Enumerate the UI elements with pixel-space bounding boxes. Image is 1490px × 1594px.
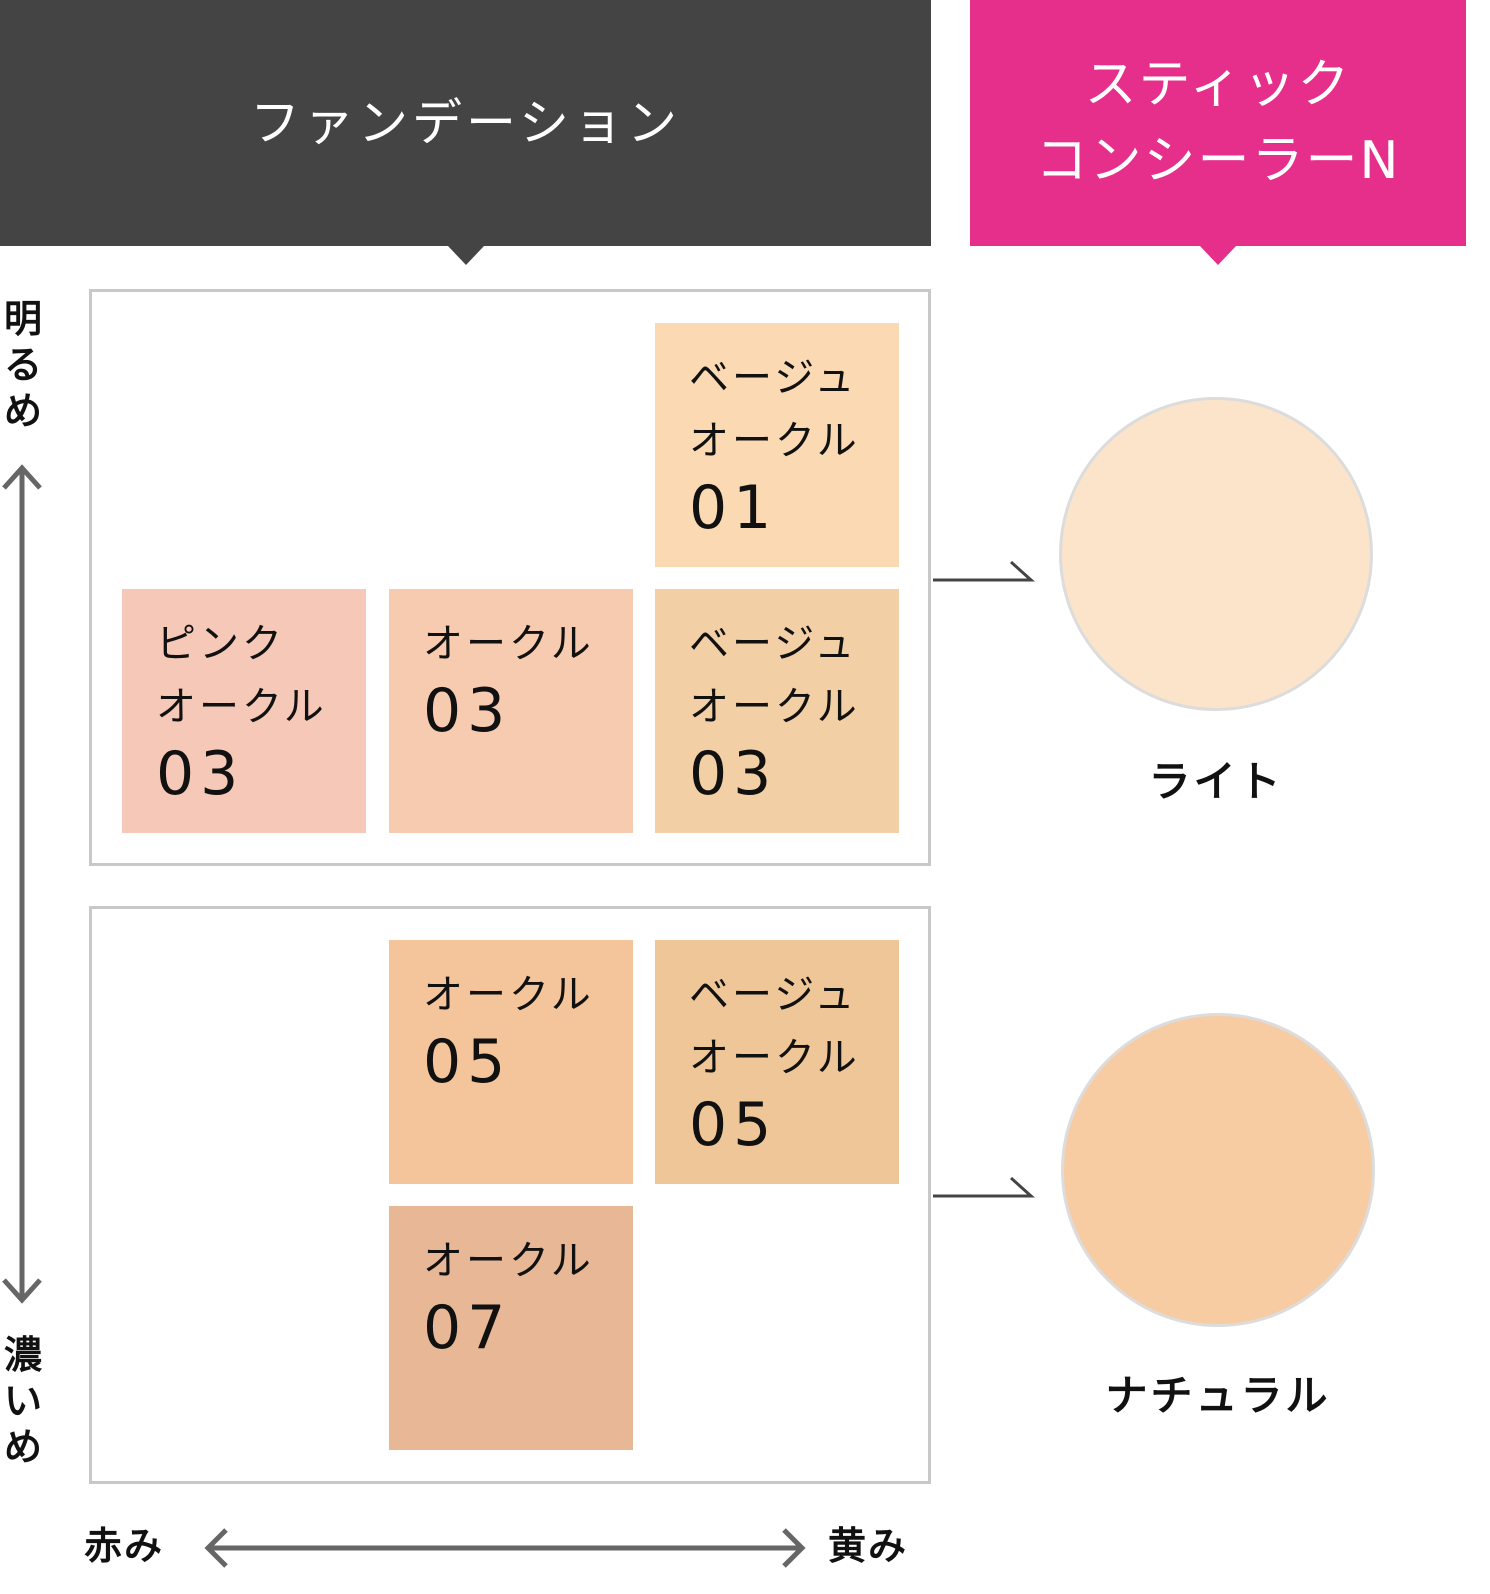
concealer-label-natural: ナチュラル — [1105, 1371, 1331, 1420]
shade-tile-beige-ochre-05[interactable]: ベージュ オークル 05 — [655, 940, 899, 1184]
shade-name: オークル — [423, 621, 594, 667]
shade-name: ピンク オークル — [156, 621, 327, 730]
concealer-swatch-natural[interactable] — [1061, 1013, 1375, 1327]
foundation-header: ファンデーション — [0, 0, 931, 246]
axis-label-reddish: 赤み — [84, 1524, 165, 1568]
shade-name: ベージュ オークル — [689, 355, 860, 464]
foundation-pointer — [448, 246, 484, 265]
shade-number: 05 — [689, 1090, 778, 1160]
shade-number: 01 — [689, 473, 778, 543]
shade-number: 05 — [423, 1027, 512, 1097]
shade-tile-beige-ochre-01[interactable]: ベージュ オークル 01 — [655, 323, 899, 567]
shade-tile-ochre-03[interactable]: オークル 03 — [389, 589, 633, 833]
concealer-swatch-light[interactable] — [1059, 397, 1373, 711]
concealer-label-light: ライト — [1148, 757, 1284, 806]
shade-name: ベージュ オークル — [689, 972, 860, 1081]
shade-tile-pink-ochre-03[interactable]: ピンク オークル 03 — [122, 589, 366, 833]
shade-number: 03 — [156, 739, 245, 809]
vertical-double-arrow-icon — [2, 464, 42, 1304]
concealer-title: スティック コンシーラーN — [1035, 55, 1401, 191]
axis-label-yellowish: 黄み — [828, 1524, 909, 1568]
arrow-to-light-icon — [933, 560, 1035, 582]
shade-number: 07 — [423, 1293, 512, 1363]
concealer-header: スティック コンシーラーN — [970, 0, 1466, 246]
shade-name: オークル — [423, 1238, 594, 1284]
horizontal-double-arrow-icon — [204, 1528, 806, 1568]
shade-tile-beige-ochre-03[interactable]: ベージュ オークル 03 — [655, 589, 899, 833]
shade-name: オークル — [423, 972, 594, 1018]
axis-label-bright: 明 る め — [3, 297, 42, 433]
foundation-title: ファンデーション — [250, 94, 681, 152]
shade-tile-ochre-07[interactable]: オークル 07 — [389, 1206, 633, 1450]
axis-label-deep: 濃 い め — [3, 1333, 42, 1469]
shade-number: 03 — [689, 739, 778, 809]
arrow-to-natural-icon — [933, 1176, 1035, 1198]
shade-number: 03 — [423, 676, 512, 746]
shade-name: ベージュ オークル — [689, 621, 860, 730]
shade-tile-ochre-05[interactable]: オークル 05 — [389, 940, 633, 1184]
concealer-pointer — [1200, 246, 1236, 265]
